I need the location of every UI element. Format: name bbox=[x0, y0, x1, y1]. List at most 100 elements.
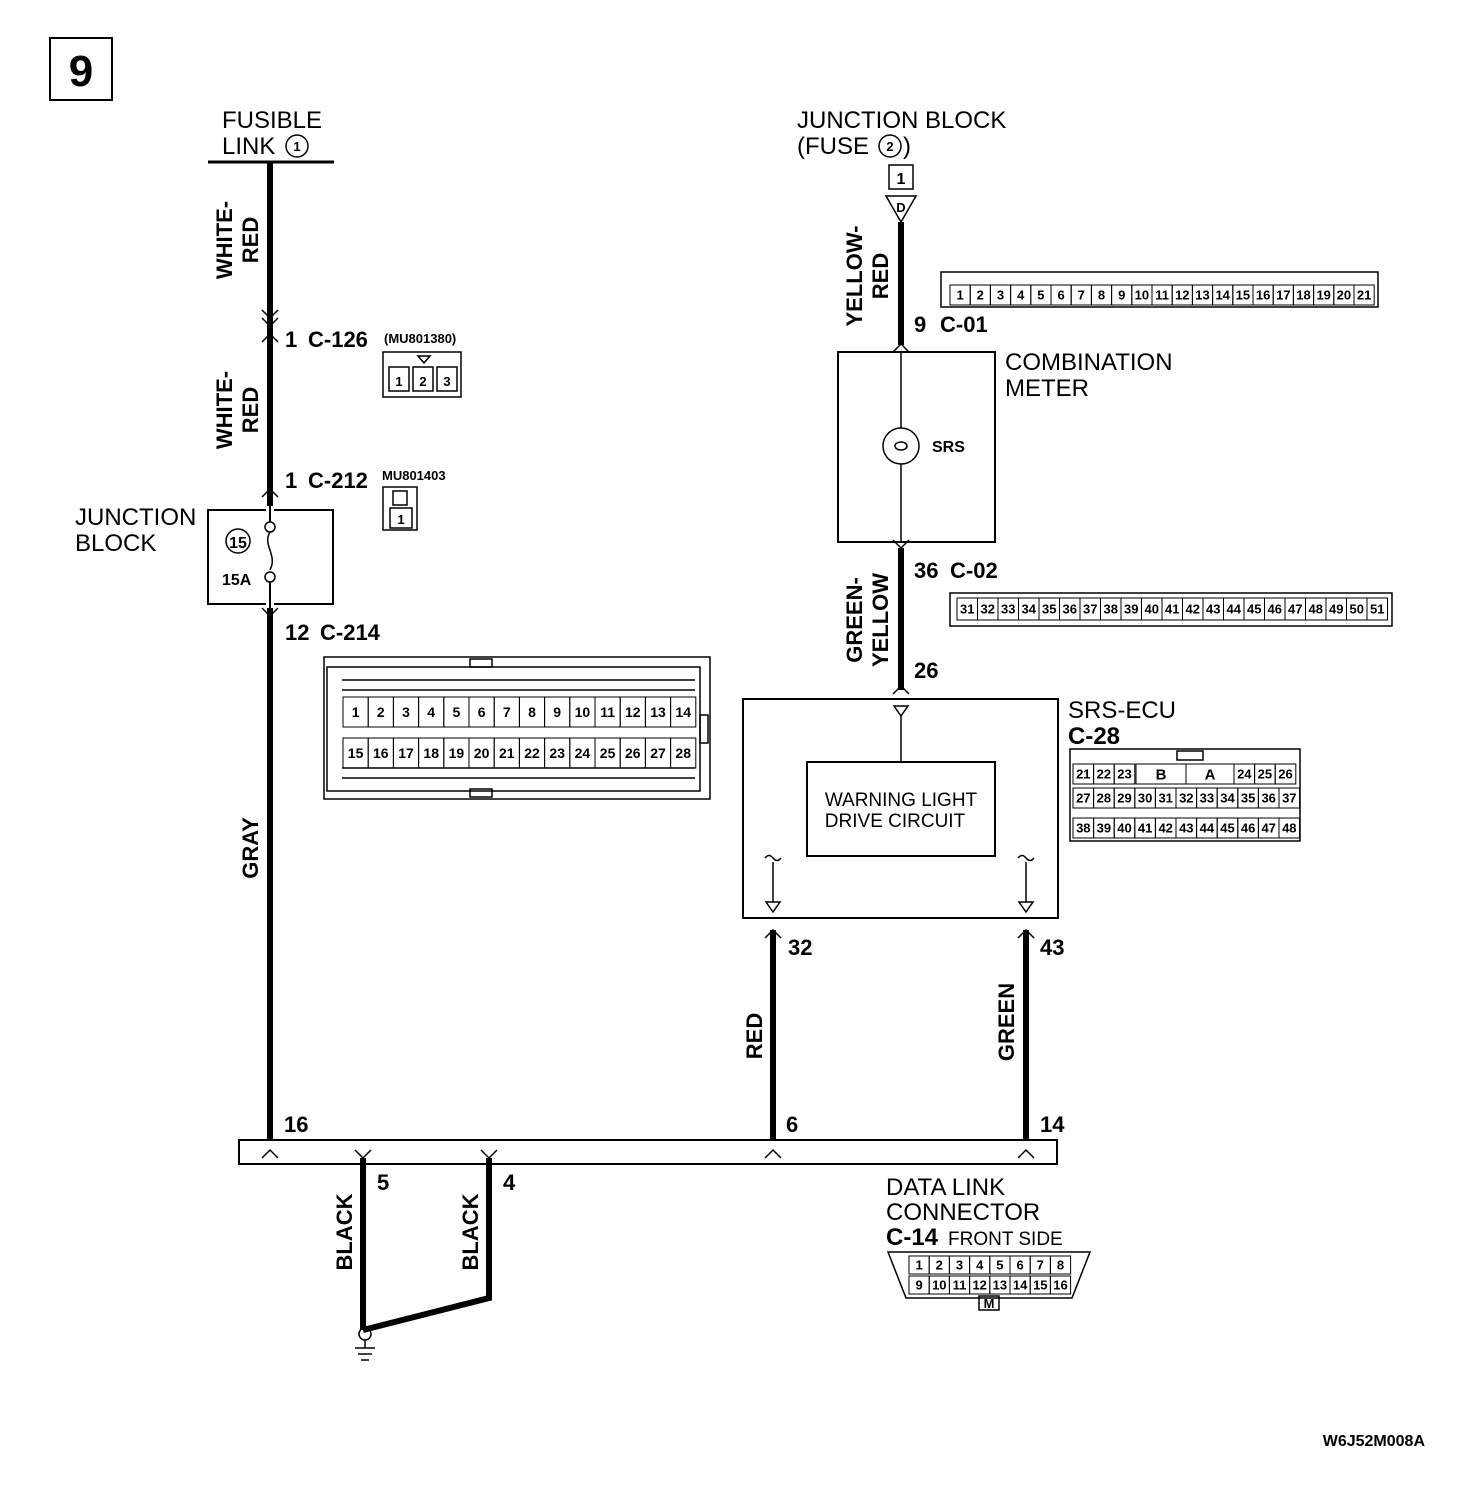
c28-cell bbox=[1113, 763, 1136, 785]
svg-text:WHITE-: WHITE- bbox=[212, 371, 237, 449]
svg-text:WHITE-: WHITE- bbox=[212, 201, 237, 279]
svg-text:M: M bbox=[984, 1296, 995, 1311]
c28-pin-label: 28 bbox=[1097, 791, 1111, 806]
data-link-connector-bar bbox=[238, 1139, 1058, 1165]
c02-pin-label: 49 bbox=[1329, 602, 1343, 617]
circuit-label-1: WARNING LIGHT bbox=[825, 790, 978, 811]
c02-pin-label: 34 bbox=[1022, 602, 1037, 617]
c28-pin-label: 47 bbox=[1261, 821, 1275, 836]
c214-pin-label: 25 bbox=[600, 745, 616, 761]
c28-pin-label: 41 bbox=[1138, 821, 1152, 836]
wire-black-4 bbox=[362, 1158, 492, 1333]
c01-pin-label: 6 bbox=[1057, 288, 1064, 303]
c28-cell bbox=[1274, 763, 1297, 785]
wire-label-black-2: BLACK bbox=[458, 1193, 483, 1270]
c02-pin: 36 bbox=[914, 558, 938, 583]
svg-text:YELLOW: YELLOW bbox=[868, 573, 893, 667]
c214-pin-label: 6 bbox=[478, 704, 486, 720]
fuse-2-number: 2 bbox=[886, 139, 893, 154]
c14-pin-label: 11 bbox=[953, 1278, 967, 1293]
c01-pin-label: 16 bbox=[1256, 288, 1270, 303]
c14-pin-label: 10 bbox=[932, 1278, 946, 1293]
c212-name: C-212 bbox=[308, 468, 368, 493]
svg-text:RED: RED bbox=[742, 1013, 767, 1059]
c214-pin-label: 28 bbox=[675, 745, 691, 761]
fuse-2-circle bbox=[878, 134, 902, 158]
c14-cell bbox=[1049, 1255, 1072, 1275]
c02-pin-label: 45 bbox=[1247, 602, 1261, 617]
figure-code: W6J52M008A bbox=[1323, 1433, 1426, 1450]
data-link-label-2: CONNECTOR bbox=[886, 1199, 1040, 1226]
c28-pin-label: 25 bbox=[1258, 767, 1272, 782]
c01-pin-label: 15 bbox=[1236, 288, 1250, 303]
c126-pin: 1 bbox=[285, 327, 297, 352]
srs-ecu-label: SRS-ECU bbox=[1068, 697, 1176, 724]
c214-pin-label: 2 bbox=[377, 704, 385, 720]
c214-pin-label: 26 bbox=[625, 745, 641, 761]
page-number: 9 bbox=[69, 47, 93, 96]
c01-pin-label: 13 bbox=[1195, 288, 1209, 303]
fusible-link-label-2: LINK bbox=[222, 133, 275, 160]
c02-pin-label: 37 bbox=[1083, 602, 1097, 617]
c214-pin-label: 22 bbox=[524, 745, 540, 761]
c28-pin-label: 29 bbox=[1117, 791, 1131, 806]
c14-pin-label: 9 bbox=[915, 1278, 922, 1293]
c28-pin-label: 21 bbox=[1076, 767, 1090, 782]
c14-pin-label: 5 bbox=[996, 1258, 1003, 1273]
c214-pin-label: 19 bbox=[449, 745, 465, 761]
c28-pin-label: 23 bbox=[1117, 767, 1131, 782]
dlc-pin-6: 6 bbox=[786, 1112, 798, 1137]
svg-text:RED: RED bbox=[238, 217, 263, 263]
c214-pin-label: 21 bbox=[499, 745, 515, 761]
dlc-pin-5: 5 bbox=[377, 1170, 389, 1195]
wire-label-yellow-red: YELLOW- RED bbox=[842, 226, 893, 327]
c02-pin-label: 50 bbox=[1350, 602, 1364, 617]
c01-pin-label: 9 bbox=[1118, 288, 1125, 303]
wire-label-white-red-1: WHITE- RED bbox=[212, 201, 263, 279]
c02-pin-label: 48 bbox=[1309, 602, 1323, 617]
c01-pin-label: 19 bbox=[1316, 288, 1330, 303]
dlc-pin-16: 16 bbox=[284, 1112, 308, 1137]
circuit-label-2: DRIVE CIRCUIT bbox=[825, 811, 966, 832]
c214-pin-label: 8 bbox=[528, 704, 536, 720]
srs-lamp-label: SRS bbox=[932, 439, 965, 456]
srs-ecu-connector: C-28 bbox=[1068, 723, 1120, 750]
svg-text:3: 3 bbox=[443, 374, 450, 389]
junction-block-fuse-label-2a: (FUSE bbox=[797, 133, 869, 160]
svg-text:BLACK: BLACK bbox=[458, 1193, 483, 1270]
c212-part: MU801403 bbox=[382, 468, 446, 483]
c28-pin-label: 44 bbox=[1200, 821, 1215, 836]
c14-pin-label: 12 bbox=[972, 1278, 986, 1293]
c01-pin-label: 21 bbox=[1357, 288, 1371, 303]
c214-pin-label: 15 bbox=[348, 745, 364, 761]
c214-pin-label: 9 bbox=[553, 704, 561, 720]
c02-pin-label: 39 bbox=[1124, 602, 1138, 617]
c14-cell bbox=[1049, 1275, 1072, 1295]
c212-connector-face: 1 bbox=[382, 486, 418, 531]
c01-pin-label: 5 bbox=[1037, 288, 1044, 303]
c14-pin-label: 16 bbox=[1053, 1278, 1067, 1293]
c02-pin-label: 32 bbox=[981, 602, 995, 617]
combination-meter-label-2: METER bbox=[1005, 375, 1089, 402]
c01-pin-label: 7 bbox=[1078, 288, 1085, 303]
fuse-terminal-box bbox=[888, 164, 914, 190]
data-link-label-1: DATA LINK bbox=[886, 1174, 1005, 1201]
c28-pin-label: 45 bbox=[1220, 821, 1234, 836]
c126-connector-face: 1 2 3 bbox=[382, 351, 462, 398]
fuse-rating: 15A bbox=[222, 572, 252, 589]
fusible-link-number-circle bbox=[285, 134, 309, 158]
c28-pin-label: 22 bbox=[1097, 767, 1111, 782]
c01-name: C-01 bbox=[940, 312, 988, 337]
c28-pin-label: 30 bbox=[1138, 791, 1152, 806]
c214-pin-label: 1 bbox=[352, 704, 360, 720]
svg-text:1: 1 bbox=[397, 512, 404, 527]
svg-text:RED: RED bbox=[238, 387, 263, 433]
svg-text:GREEN: GREEN bbox=[994, 983, 1019, 1061]
c02-pin-label: 38 bbox=[1104, 602, 1118, 617]
page-number-box bbox=[49, 37, 113, 101]
c28-pin-label: 46 bbox=[1241, 821, 1255, 836]
c01-pin-label: 3 bbox=[997, 288, 1004, 303]
c212-pin: 1 bbox=[285, 468, 297, 493]
c28-pin-label: 37 bbox=[1282, 791, 1296, 806]
